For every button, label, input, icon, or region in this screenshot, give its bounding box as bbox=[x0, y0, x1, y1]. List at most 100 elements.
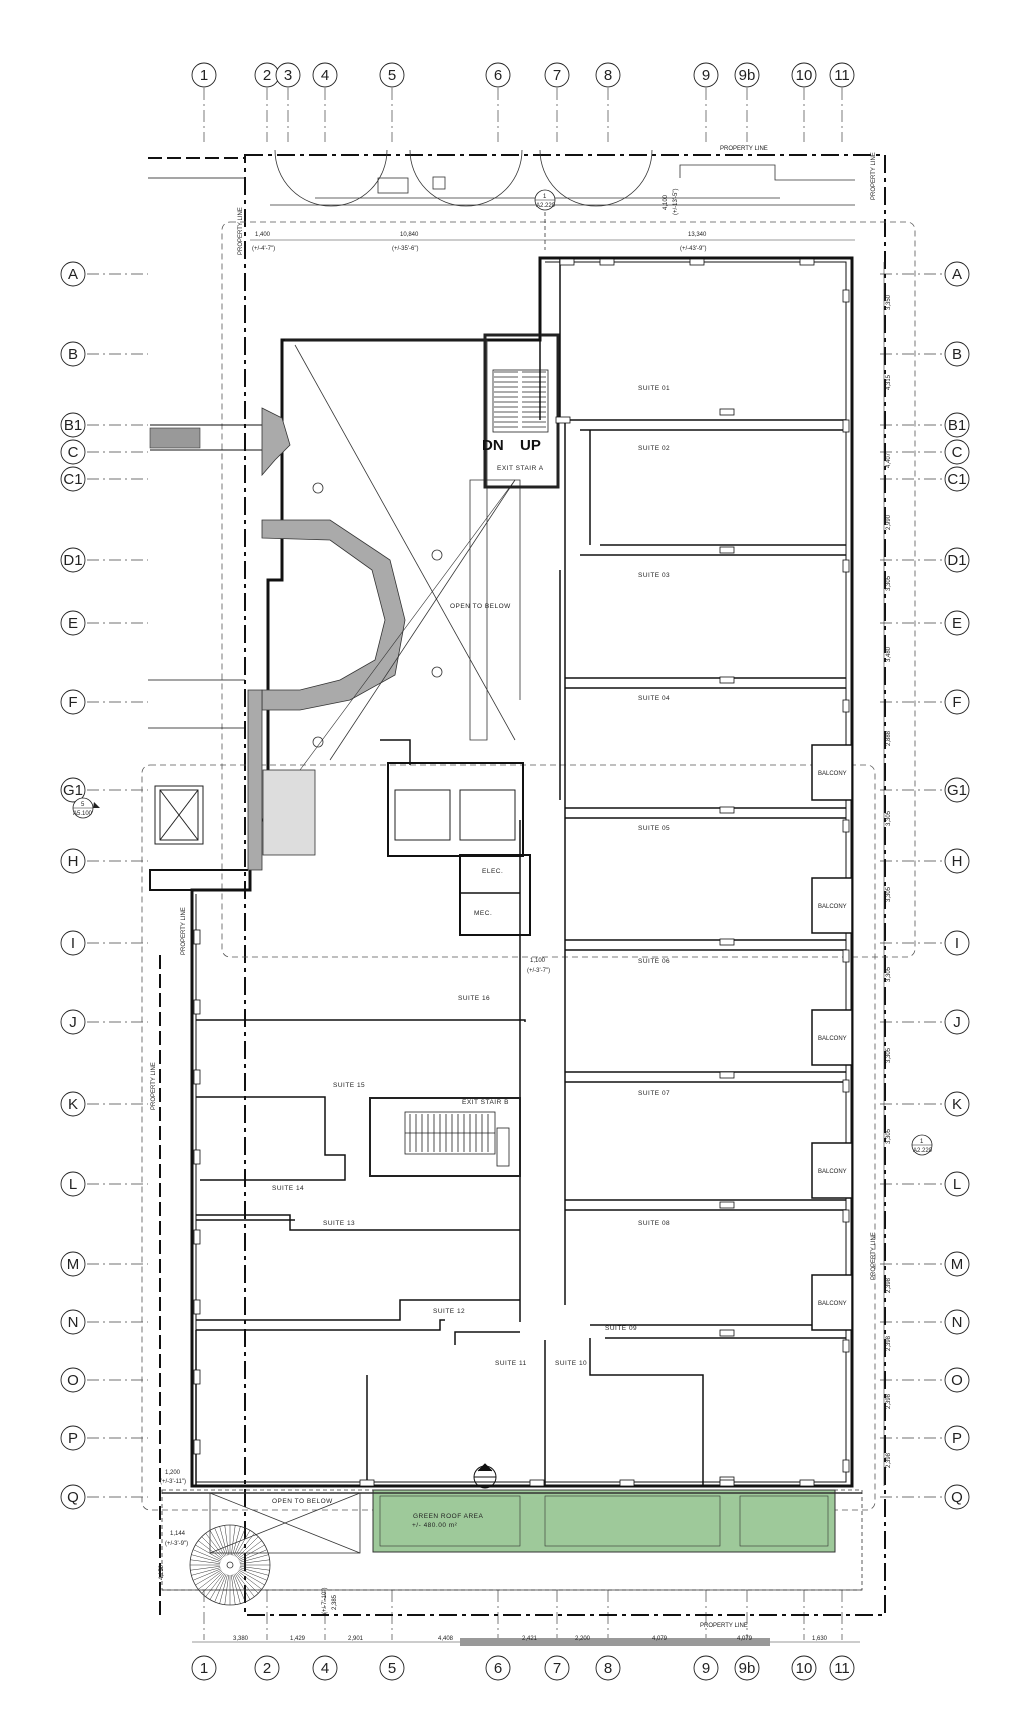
dim-13340: 13,340 bbox=[688, 232, 707, 238]
property-line-top: PROPERTY LINE bbox=[720, 146, 768, 152]
grid-bubble-bottom-9b-label: 9b bbox=[739, 1660, 756, 1677]
grid-bubble-left-c1: C1 bbox=[60, 466, 86, 492]
label-suite-10: SUITE 10 bbox=[555, 1360, 587, 1367]
grid-bubble-right-f-label: F bbox=[952, 694, 961, 711]
grid-bubble-left-c: C bbox=[60, 439, 86, 465]
grid-bubble-left-m-label: M bbox=[67, 1256, 80, 1273]
curved-wall bbox=[247, 407, 406, 871]
grid-bubble-top-5: 5 bbox=[379, 62, 405, 88]
grid-bubble-right-d1: D1 bbox=[944, 547, 970, 573]
grid-bubble-left-a: A bbox=[60, 261, 86, 287]
dim-b-2421: 2,421 bbox=[522, 1636, 538, 1642]
dim-right-10: 3,305 bbox=[886, 1047, 892, 1063]
grid-bubble-bottom-5-label: 5 bbox=[388, 1660, 396, 1677]
grid-bubble-left-b1-label: B1 bbox=[64, 417, 82, 434]
grid-bubble-left-k-label: K bbox=[68, 1096, 78, 1113]
label-exit-stair-b: EXIT STAIR B bbox=[462, 1099, 509, 1106]
balcony-label-1: BALCONY bbox=[818, 771, 847, 777]
grid-bubble-top-6: 6 bbox=[485, 62, 511, 88]
dim-right-7: 3,305 bbox=[886, 810, 892, 826]
grid-bubble-top-9b-label: 9b bbox=[739, 67, 756, 84]
lower-open-to-below bbox=[161, 1489, 863, 1606]
svg-text:1: 1 bbox=[543, 194, 547, 200]
label-suite-16: SUITE 16 bbox=[458, 995, 490, 1002]
grid-bubble-top-1-label: 1 bbox=[200, 67, 208, 84]
grid-bubble-left-b: B bbox=[60, 341, 86, 367]
grid-bubble-right-q: Q bbox=[944, 1484, 970, 1510]
dim-right-8: 3,305 bbox=[886, 886, 892, 902]
dim-right-11: 3,305 bbox=[886, 1128, 892, 1144]
dim-10840-imp: (+/-35'-6") bbox=[392, 246, 418, 252]
grid-bubble-right-d1-label: D1 bbox=[947, 552, 966, 569]
label-dn: DN bbox=[482, 437, 504, 454]
grid-bubble-top-8: 8 bbox=[595, 62, 621, 88]
grid-bubble-right-c-label: C bbox=[952, 444, 963, 461]
grid-bubble-top-2-label: 2 bbox=[263, 67, 271, 84]
dim-1100: 1,100 bbox=[530, 958, 546, 964]
grid-bubble-left-i-label: I bbox=[71, 935, 75, 952]
grid-bubble-right-i-label: I bbox=[955, 935, 959, 952]
grid-bubble-top-11: 11 bbox=[829, 62, 855, 88]
dim-right-5: 3,480 bbox=[886, 646, 892, 662]
grid-bubble-right-b1: B1 bbox=[944, 412, 970, 438]
site-features bbox=[270, 149, 855, 250]
dim-right-9: 3,305 bbox=[886, 966, 892, 982]
balconies bbox=[811, 744, 853, 1331]
balcony-label-2: BALCONY bbox=[818, 904, 847, 910]
grid-bubble-bottom-10: 10 bbox=[791, 1655, 817, 1681]
grid-bubble-left-n-label: N bbox=[68, 1314, 79, 1331]
grid-bubble-left-n: N bbox=[60, 1309, 86, 1335]
balcony-label-3: BALCONY bbox=[818, 1036, 847, 1042]
grid-bubble-left-a-label: A bbox=[68, 266, 78, 283]
dim-b-2901: 2,901 bbox=[348, 1636, 364, 1642]
grid-bubble-right-i: I bbox=[944, 930, 970, 956]
grid-bubble-bottom-5: 5 bbox=[379, 1655, 405, 1681]
svg-text:5: 5 bbox=[81, 802, 85, 808]
label-suite-09: SUITE 09 bbox=[605, 1325, 637, 1332]
room-labels: SUITE 01 SUITE 02 SUITE 03 SUITE 04 SUIT… bbox=[272, 385, 670, 1529]
grid-bubble-left-f-label: F bbox=[68, 694, 77, 711]
grid-bubble-bottom-1-label: 1 bbox=[200, 1660, 208, 1677]
label-suite-06: SUITE 06 bbox=[638, 958, 670, 965]
grid-bubble-bottom-7: 7 bbox=[544, 1655, 570, 1681]
dim-2385-imp: (+/-7'-10") bbox=[322, 1588, 328, 1614]
grid-bubble-right-b-label: B bbox=[952, 346, 962, 363]
property-line-right-top: PROPERTY LINE bbox=[871, 152, 877, 200]
grid-bubble-top-10-label: 10 bbox=[796, 67, 813, 84]
grid-bubble-right-c1: C1 bbox=[944, 466, 970, 492]
property-line bbox=[141, 154, 916, 1616]
grid-bubble-left-q-label: Q bbox=[67, 1489, 79, 1506]
grid-bubble-left-h: H bbox=[60, 848, 86, 874]
elevators bbox=[154, 785, 516, 845]
grid-bubble-right-k: K bbox=[944, 1091, 970, 1117]
grid-bubble-top-1: 1 bbox=[191, 62, 217, 88]
grid-bubble-left-c-label: C bbox=[68, 444, 79, 461]
dim-4150: 4,150 bbox=[159, 1564, 165, 1580]
grid-bubble-left-b-label: B bbox=[68, 346, 78, 363]
property-line-left-low: PROPERTY LINE bbox=[151, 1062, 157, 1110]
grid-bubble-left-e: E bbox=[60, 610, 86, 636]
grid-bubble-bottom-2: 2 bbox=[254, 1655, 280, 1681]
dim-1400-imp: (+/-4'-7") bbox=[252, 246, 275, 252]
property-line-left-mid: PROPERTY LINE bbox=[181, 907, 187, 955]
grid-bubble-right-q-label: Q bbox=[951, 1489, 963, 1506]
dim-13340-imp: (+/-43'-9") bbox=[680, 246, 706, 252]
grid-bubble-right-f: F bbox=[944, 689, 970, 715]
grid-bubble-bottom-2-label: 2 bbox=[263, 1660, 271, 1677]
dim-1144: 1,144 bbox=[170, 1531, 186, 1537]
grid-bubble-top-5-label: 5 bbox=[388, 67, 396, 84]
grid-bubble-bottom-8-label: 8 bbox=[604, 1660, 612, 1677]
grid-bubble-top-2: 2 bbox=[254, 62, 280, 88]
label-suite-02: SUITE 02 bbox=[638, 445, 670, 452]
grid-bubble-right-n: N bbox=[944, 1309, 970, 1335]
dim-right-1: 4,315 bbox=[886, 374, 892, 390]
grid-bubble-left-j: J bbox=[60, 1009, 86, 1035]
balcony-label-4: BALCONY bbox=[818, 1169, 847, 1175]
compass-marker bbox=[473, 1463, 497, 1489]
grid-bubble-left-f: F bbox=[60, 689, 86, 715]
label-green-roof: GREEN ROOF AREA bbox=[413, 1513, 484, 1520]
